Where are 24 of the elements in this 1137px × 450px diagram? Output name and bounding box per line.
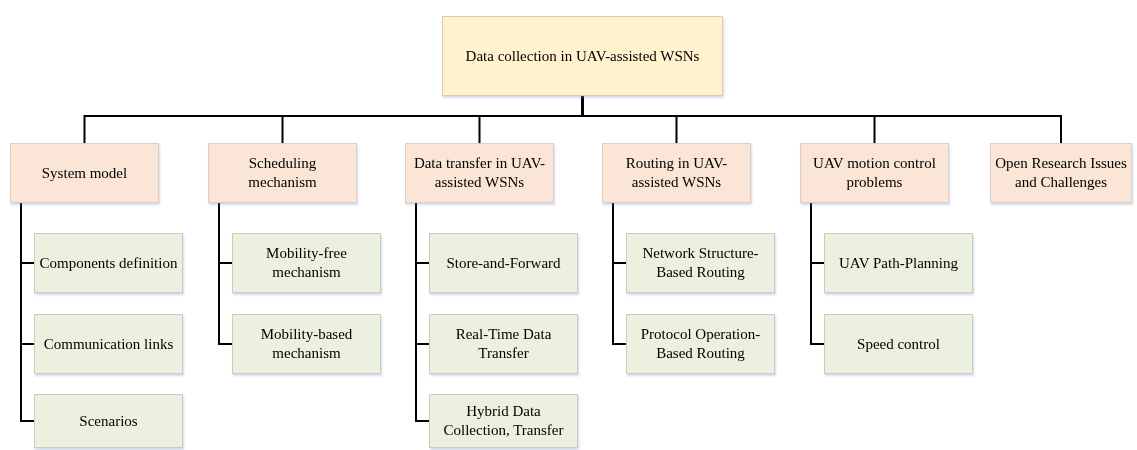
subtopic-box: Scenarios	[34, 394, 183, 448]
subtopic-box: Mobility-based mechanism	[232, 314, 381, 374]
root-box: Data collection in UAV-assisted WSNs	[442, 16, 723, 96]
subtopic-box: UAV Path-Planning	[824, 233, 973, 293]
category-box: Data transfer in UAV-assisted WSNs	[405, 143, 554, 203]
connector-line	[810, 202, 825, 345]
connector-line	[612, 202, 627, 345]
category-box: Scheduling mechanism	[208, 143, 357, 203]
connector-line	[218, 202, 233, 345]
category-box: UAV motion control problems	[800, 143, 949, 203]
connector-line	[20, 202, 35, 422]
subtopic-box: Protocol Operation-Based Routing	[626, 314, 775, 374]
subtopic-box: Speed control	[824, 314, 973, 374]
subtopic-box: Hybrid Data Collection, Transfer	[429, 394, 578, 448]
subtopic-box: Network Structure-Based Routing	[626, 233, 775, 293]
category-box: System model	[10, 143, 159, 203]
subtopic-box: Components definition	[34, 233, 183, 293]
subtopic-box: Communication links	[34, 314, 183, 374]
category-box: Routing in UAV-assisted WSNs	[602, 143, 751, 203]
connector-line	[415, 202, 430, 422]
category-box: Open Research Issues and Challenges	[990, 143, 1132, 203]
subtopic-box: Real-Time Data Transfer	[429, 314, 578, 374]
subtopic-box: Store-and-Forward	[429, 233, 578, 293]
subtopic-box: Mobility-free mechanism	[232, 233, 381, 293]
